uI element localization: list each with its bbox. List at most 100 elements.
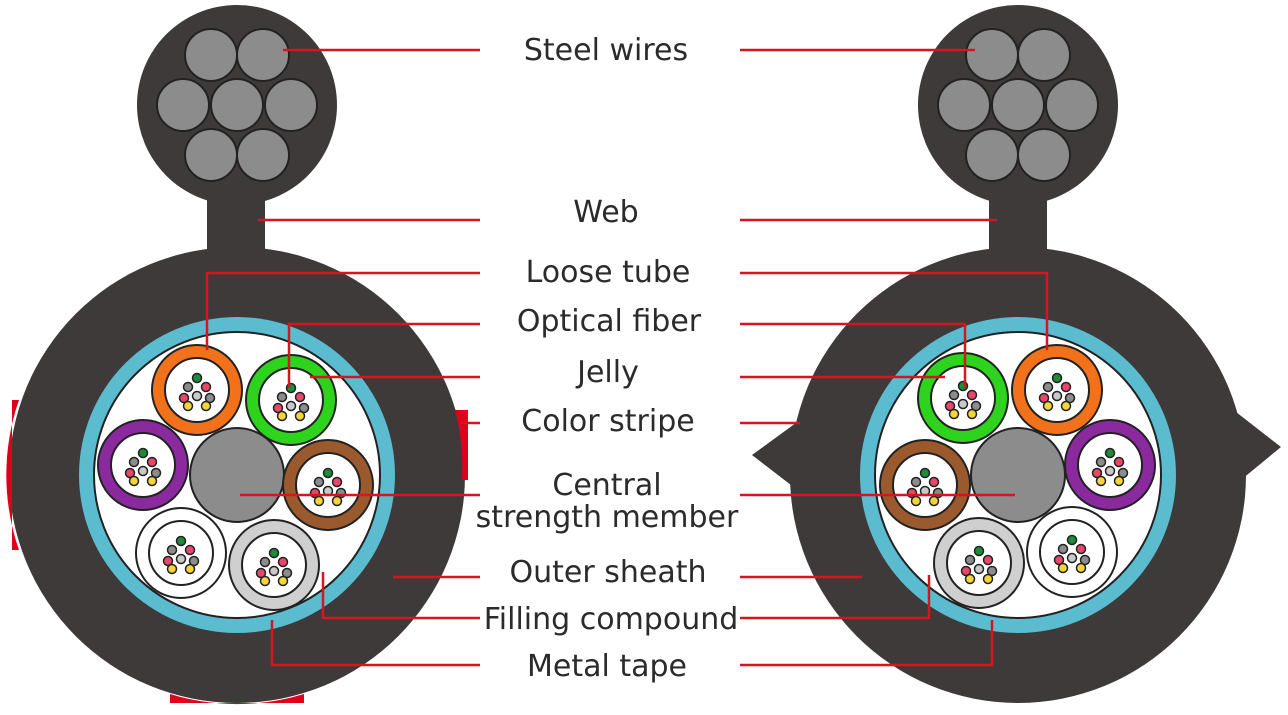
left-color-stripe-left bbox=[6, 400, 19, 550]
right-loose-tube-6-fiber-8 bbox=[1075, 562, 1087, 574]
right-loose-tube-6-fiber-1 bbox=[1066, 534, 1078, 546]
left-loose-tube-3-fiber-3 bbox=[146, 456, 158, 468]
leader-loose-tube-right bbox=[740, 271, 1049, 350]
leader-lines bbox=[205, 48, 1049, 667]
left-loose-tube-3-fiber-4 bbox=[124, 467, 136, 479]
left-loose-tube-5-fiber-5 bbox=[175, 553, 187, 565]
left-steel-wire-4 bbox=[210, 78, 264, 132]
right-loose-tube-5-fiber-2 bbox=[964, 554, 976, 566]
right-steel-wire-2 bbox=[1017, 28, 1071, 82]
left-loose-tube-2-fiber-2 bbox=[276, 391, 288, 403]
right-loose-tube-1-fiber-3 bbox=[966, 389, 978, 401]
right-loose-tube-5-fiber-8 bbox=[982, 573, 994, 585]
left-steel-wires bbox=[156, 28, 318, 182]
right-loose-tube-3-fiber-7 bbox=[1095, 475, 1107, 487]
right-loose-tube-1-fiber-7 bbox=[948, 408, 960, 420]
right-loose-tube-6-fiber-2 bbox=[1057, 543, 1069, 555]
left-loose-tube-6-fiber-4 bbox=[255, 567, 267, 579]
right-loose-tube-3-jelly bbox=[1077, 432, 1143, 498]
left-loose-tube-2-fiber-4 bbox=[272, 402, 284, 414]
left-loose-tube-1-fiber-6 bbox=[204, 392, 216, 404]
left-loose-tube-4-fiber-2 bbox=[313, 476, 325, 488]
left-steel-wire-3 bbox=[156, 78, 210, 132]
left-steel-wire-7 bbox=[236, 128, 290, 182]
left-loose-tube-3 bbox=[97, 419, 189, 511]
right-steel-wire-1 bbox=[965, 28, 1019, 82]
left-cable bbox=[6, 5, 468, 705]
right-loose-tube-5-fiber-3 bbox=[982, 554, 994, 566]
right-loose-tube-6-fiber-4 bbox=[1053, 554, 1065, 566]
left-loose-tube-3-fiber-6 bbox=[150, 467, 162, 479]
right-loose-tube-6-fiber-5 bbox=[1066, 552, 1078, 564]
left-loose-tube-3-fiber-8 bbox=[146, 475, 158, 487]
left-loose-tube-2-fiber-8 bbox=[294, 410, 306, 422]
label-jelly: Jelly bbox=[575, 355, 639, 390]
right-loose-tube-2-fiber-3 bbox=[1060, 381, 1072, 393]
right-loose-tube-1-fiber-2 bbox=[948, 389, 960, 401]
left-loose-tube-4-fiber-8 bbox=[331, 495, 343, 507]
left-loose-tube-1-fiber-7 bbox=[182, 400, 194, 412]
left-steel-wire-5 bbox=[264, 78, 318, 132]
leader-filling-compound-right bbox=[740, 575, 931, 620]
right-loose-tube-2-fiber-2 bbox=[1042, 381, 1054, 393]
left-loose-tube-1-fiber-4 bbox=[178, 392, 190, 404]
left-loose-tube-2-fiber-6 bbox=[298, 402, 310, 414]
left-loose-tube-3-fiber-5 bbox=[137, 465, 149, 477]
right-steel-wire-7 bbox=[1017, 128, 1071, 182]
right-loose-tube-1-fiber-6 bbox=[970, 400, 982, 412]
right-loose-tube-3-fiber-8 bbox=[1113, 475, 1125, 487]
labels: Steel wires Web Loose tube Optical fiber… bbox=[476, 33, 739, 684]
label-central-line1: Central bbox=[552, 468, 661, 503]
right-loose-tubes bbox=[879, 344, 1156, 609]
left-loose-tube-1-fiber-8 bbox=[200, 400, 212, 412]
right-steel-wire-3 bbox=[937, 78, 991, 132]
right-loose-tube-6 bbox=[1026, 506, 1118, 598]
label-loose-tube: Loose tube bbox=[526, 255, 691, 290]
right-central-strength-member bbox=[970, 427, 1066, 523]
left-loose-tube-2-fiber-7 bbox=[276, 410, 288, 422]
leader-metal-tape-left bbox=[270, 620, 480, 667]
left-loose-tube-1-fiber-1 bbox=[191, 372, 203, 384]
left-loose-tube-5-fiber-8 bbox=[184, 563, 196, 575]
left-loose-tube-1-fiber-5 bbox=[191, 390, 203, 402]
left-loose-tube-1 bbox=[151, 344, 243, 436]
right-loose-tube-4-jelly bbox=[892, 452, 958, 518]
right-loose-tube-1 bbox=[917, 352, 1009, 444]
label-metal-tape: Metal tape bbox=[527, 649, 687, 684]
left-loose-tube-4-fiber-1 bbox=[322, 467, 334, 479]
left-loose-tube-3-fiber-1 bbox=[137, 447, 149, 459]
left-loose-tube-6-fiber-7 bbox=[259, 575, 271, 587]
right-loose-tube-5-fiber-1 bbox=[973, 545, 985, 557]
right-loose-tube-5-jelly bbox=[946, 530, 1012, 596]
left-loose-tube-6-fiber-5 bbox=[268, 565, 280, 577]
left-loose-tube-1-jelly bbox=[164, 357, 230, 423]
left-loose-tube-6-fiber-1 bbox=[268, 547, 280, 559]
left-loose-tube-3-fiber-7 bbox=[128, 475, 140, 487]
right-loose-tube-5 bbox=[933, 517, 1025, 609]
right-loose-tube-3-fiber-5 bbox=[1104, 465, 1116, 477]
right-loose-tube-3-fiber-3 bbox=[1113, 456, 1125, 468]
right-loose-tube-3-fiber-4 bbox=[1091, 467, 1103, 479]
left-loose-tube-3-fiber-2 bbox=[128, 456, 140, 468]
label-filling-compound: Filling compound bbox=[484, 602, 739, 637]
right-sheath-notch-left bbox=[752, 420, 800, 492]
label-steel-wires: Steel wires bbox=[524, 33, 688, 68]
left-loose-tube-6-fiber-2 bbox=[259, 556, 271, 568]
right-loose-tube-1-jelly bbox=[930, 365, 996, 431]
right-loose-tube-4-fiber-2 bbox=[910, 476, 922, 488]
left-loose-tube-5-fiber-7 bbox=[166, 563, 178, 575]
label-web: Web bbox=[573, 195, 638, 230]
left-steel-wire-2 bbox=[236, 28, 290, 82]
left-loose-tube-4-jelly bbox=[295, 452, 361, 518]
right-loose-tube-2-fiber-4 bbox=[1038, 392, 1050, 404]
leader-filling-compound-left bbox=[321, 572, 480, 620]
left-loose-tube-4-fiber-7 bbox=[313, 495, 325, 507]
right-loose-tube-2 bbox=[1011, 344, 1103, 436]
right-loose-tube-3-fiber-1 bbox=[1104, 447, 1116, 459]
leader-loose-tube-left bbox=[205, 271, 480, 350]
right-loose-tube-3-fiber-6 bbox=[1117, 467, 1129, 479]
right-loose-tube-5-fiber-7 bbox=[964, 573, 976, 585]
leader-optical-fiber-left bbox=[287, 322, 480, 388]
left-loose-tube-1-fiber-2 bbox=[182, 381, 194, 393]
right-loose-tube-5-fiber-5 bbox=[973, 563, 985, 575]
